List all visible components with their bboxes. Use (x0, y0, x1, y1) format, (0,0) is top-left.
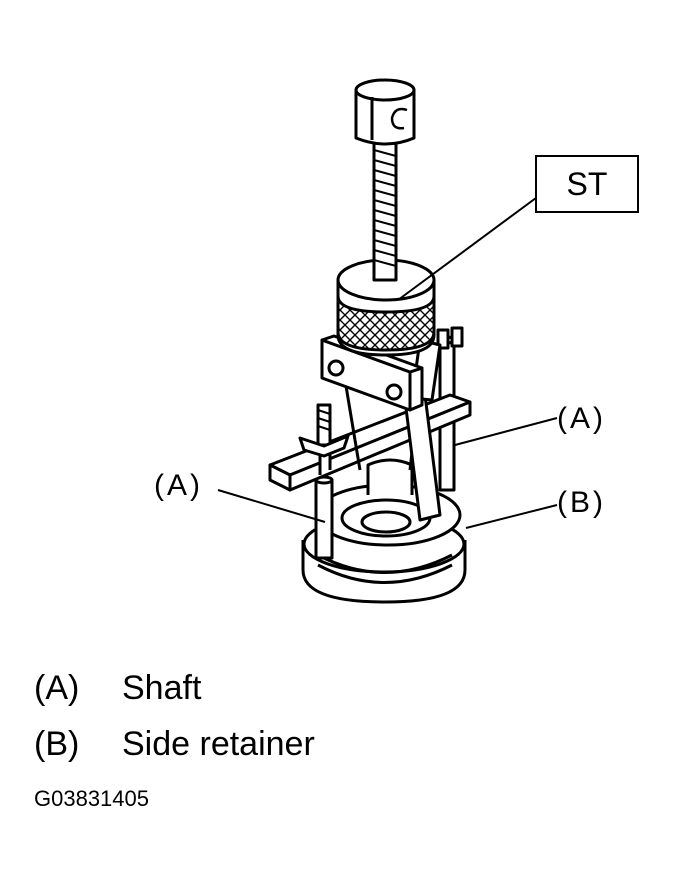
legend-key: (A) (34, 669, 80, 707)
shaft-left (314, 475, 334, 560)
b-right-leader-line (465, 504, 558, 529)
callout-a-right: (A) (557, 402, 606, 435)
legend-row-b: (B) Side retainer (34, 716, 315, 772)
st-knurled-nut (336, 258, 436, 357)
wing-bolt (298, 403, 350, 458)
tool-illustration (217, 78, 558, 604)
legend-label: Shaft (122, 669, 202, 707)
a-left-leader-line (217, 489, 326, 523)
legend: (A) Shaft (B) Side retainer (34, 660, 315, 772)
a-right-leader-line (454, 417, 558, 446)
callout-a-left: (A) (154, 469, 203, 502)
st-label-box: ST (535, 155, 639, 213)
st-label: ST (566, 165, 608, 202)
callout-b-right: (B) (557, 486, 606, 519)
threaded-screw (372, 138, 398, 282)
legend-label: Side retainer (122, 725, 315, 763)
figure-id: G03831405 (34, 786, 149, 811)
hex-head (354, 78, 416, 146)
legend-key: (B) (34, 725, 80, 763)
st-leader-line (397, 194, 541, 301)
legend-row-a: (A) Shaft (34, 660, 315, 716)
